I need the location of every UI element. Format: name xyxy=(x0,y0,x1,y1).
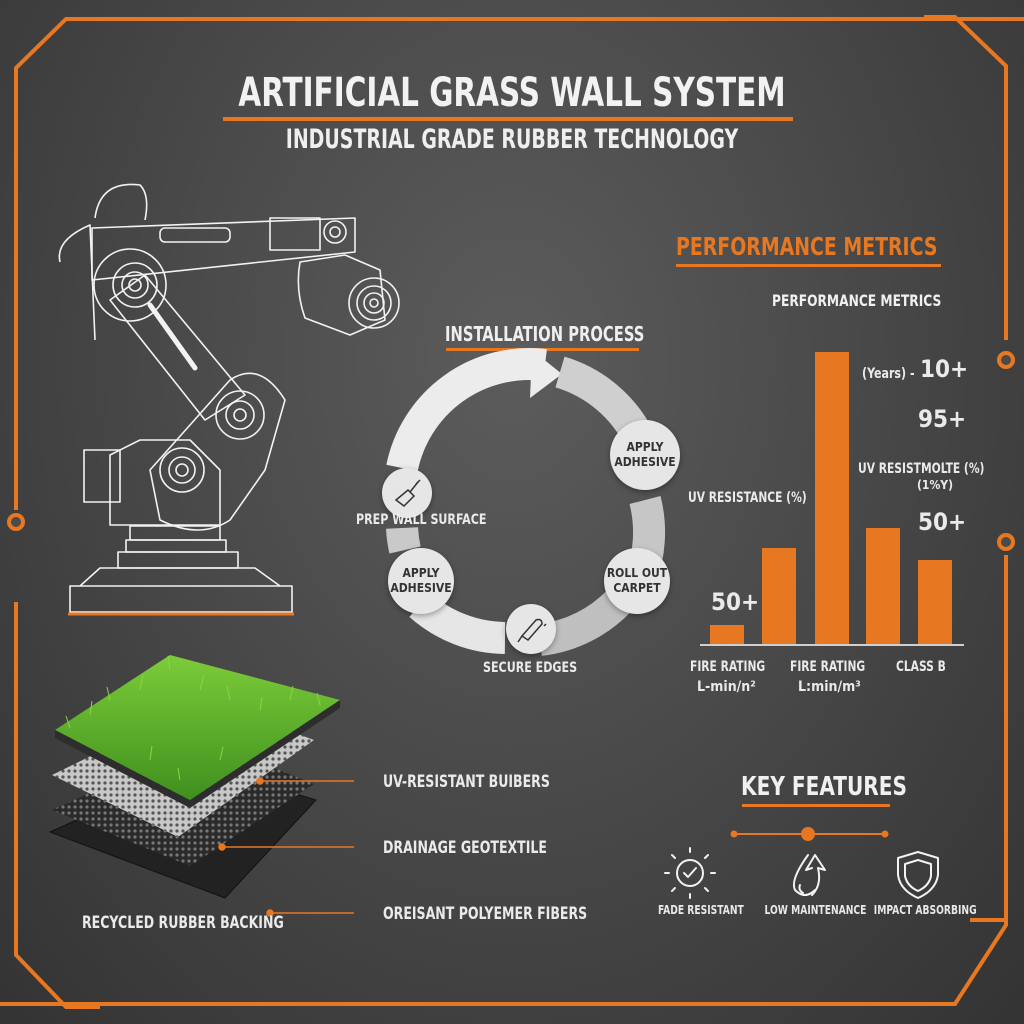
step-prep-icon-circle xyxy=(382,468,432,518)
step-prep-wall-surface-label: PREP WALL SURFACE xyxy=(356,512,487,528)
step-label-line2: ADHESIVE xyxy=(390,581,452,595)
performance-subtitle: PERFORMANCE METRICS xyxy=(772,291,942,310)
shield-icon xyxy=(897,851,939,899)
chart-bar-3 xyxy=(815,352,849,645)
scraper-icon xyxy=(394,479,421,507)
chart-bar-4 xyxy=(866,528,900,645)
chart-x-axis xyxy=(700,644,964,646)
metric-50-plus-left: 50+ xyxy=(711,588,760,616)
page-subtitle: INDUSTRIAL GRADE RUBBER TECHNOLOGY xyxy=(285,124,739,155)
xlabel-fire-rating-2: FIRE RATING xyxy=(790,659,866,675)
metric-10-plus: 10+ xyxy=(920,355,969,383)
xlabel-fire-rating-2-unit: L:min/m³ xyxy=(798,679,861,695)
layer-label-drainage: DRAINAGE GEOTEXTILE xyxy=(383,838,547,858)
metric-50-plus-right: 50+ xyxy=(918,508,967,536)
performance-title-underline xyxy=(676,264,941,267)
step-label-line1: APPLY xyxy=(402,566,440,580)
xlabel-fire-rating-1-unit: L-min/n² xyxy=(697,679,756,695)
drop-arrow-icon xyxy=(792,854,826,896)
features-title-underline xyxy=(742,804,890,807)
step-label-line2: CARPET xyxy=(613,581,661,595)
chart-bar-2 xyxy=(762,548,796,645)
metric-95-plus: 95+ xyxy=(918,405,967,433)
step-label-line1: ROLL OUT xyxy=(606,566,668,580)
chart-bar-1 xyxy=(710,625,744,645)
title-underline xyxy=(223,117,793,121)
feature-fade-resistant: FADE RESISTANT xyxy=(658,903,744,917)
step-label-line1: APPLY xyxy=(626,440,664,454)
metric-uv-left-label: UV RESISTANCE (%) xyxy=(688,490,807,506)
frame-node-left xyxy=(7,513,25,531)
xlabel-class-b: CLASS B xyxy=(896,659,946,675)
frame-node-right-bottom xyxy=(997,533,1015,551)
roller-icon xyxy=(517,618,547,643)
xlabel-fire-rating-1: FIRE RATING xyxy=(690,659,766,675)
layer-label-uv-resistant: UV-RESISTANT BUIBERS xyxy=(383,772,550,792)
layer-label-polymer-fibers: OREISANT POLYEMER FIBERS xyxy=(383,904,588,924)
step-label-line2: ADHESIVE xyxy=(614,455,676,469)
metric-uv-right-label: UV RESISTMOLTE (%) xyxy=(858,461,985,477)
performance-title: PERFORMANCE METRICS xyxy=(676,232,938,261)
features-title: KEY FEATURES xyxy=(741,772,908,802)
chart-bar-5 xyxy=(918,560,952,645)
metric-uv-right-sub: (1%Y) xyxy=(917,478,954,492)
layer-label-rubber-backing: RECYCLED RUBBER BACKING xyxy=(82,913,284,933)
page-title: ARTIFICIAL GRASS WALL SYSTEM xyxy=(238,70,786,116)
step-secure-edges-icon-circle xyxy=(506,604,556,654)
step-secure-edges-label: SECURE EDGES xyxy=(483,660,578,676)
feature-low-maintenance: LOW MAINTENANCE xyxy=(764,903,867,917)
sun-check-icon xyxy=(664,847,716,899)
metric-years-label: (Years) - xyxy=(862,366,915,382)
feature-impact-absorbing: IMPACT ABSORBING xyxy=(873,903,977,917)
installation-title: INSTALLATION PROCESS xyxy=(445,322,645,346)
frame-node-right-top xyxy=(997,351,1015,369)
